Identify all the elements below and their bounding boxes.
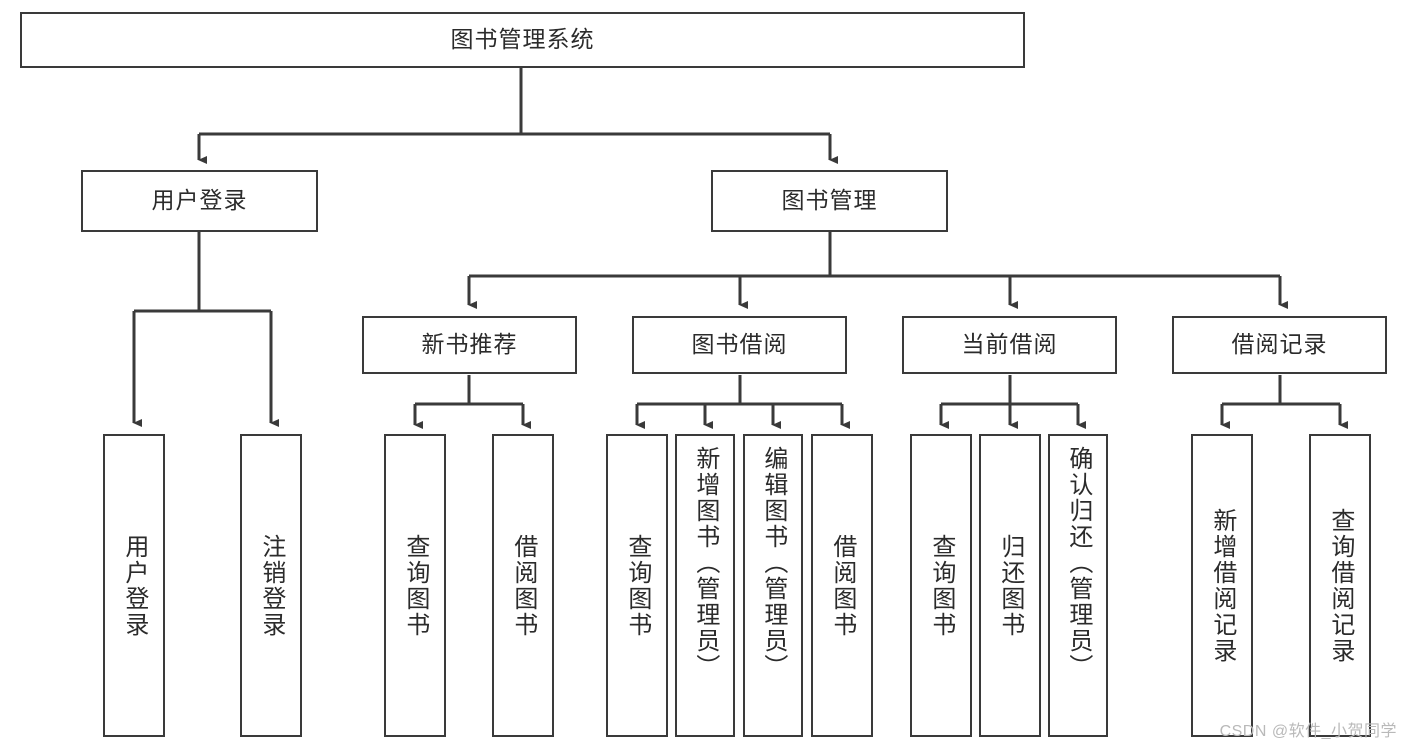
node-borrow-record[interactable]: 借阅记录 xyxy=(1172,316,1387,374)
leaf-user-login-signin[interactable]: 用户登录 xyxy=(103,434,165,737)
node-label: 借阅记录 xyxy=(1231,331,1328,358)
node-label: 新增借阅记录 xyxy=(1208,507,1236,664)
node-new-book-recommend[interactable]: 新书推荐 xyxy=(362,316,577,374)
leaf-borrow-edit-book-admin[interactable]: 编辑图书（管理员） xyxy=(743,434,803,737)
node-book-borrow[interactable]: 图书借阅 xyxy=(632,316,847,374)
node-current-borrow[interactable]: 当前借阅 xyxy=(902,316,1117,374)
leaf-current-confirm-return-admin[interactable]: 确认归还（管理员） xyxy=(1048,434,1108,737)
leaf-user-login-signout[interactable]: 注销登录 xyxy=(240,434,302,737)
node-label: 当前借阅 xyxy=(961,331,1058,358)
node-label: 查询图书 xyxy=(927,533,955,638)
node-label: 新书推荐 xyxy=(421,331,518,358)
node-label: 图书借阅 xyxy=(691,331,788,358)
node-label: 确认归还（管理员） xyxy=(1064,446,1092,680)
node-label: 编辑图书（管理员） xyxy=(759,446,787,680)
node-label: 用户登录 xyxy=(120,533,148,638)
leaf-borrow-add-book-admin[interactable]: 新增图书（管理员） xyxy=(675,434,735,737)
node-label: 图书管理系统 xyxy=(450,26,595,53)
node-label: 查询借阅记录 xyxy=(1326,507,1354,664)
leaf-newbook-query-book[interactable]: 查询图书 xyxy=(384,434,446,737)
node-user-login[interactable]: 用户登录 xyxy=(81,170,318,232)
node-book-management[interactable]: 图书管理 xyxy=(711,170,948,232)
node-label: 新增图书（管理员） xyxy=(691,446,719,680)
node-label: 图书管理 xyxy=(781,187,878,214)
node-label: 借阅图书 xyxy=(828,533,856,638)
node-root-library-system[interactable]: 图书管理系统 xyxy=(20,12,1025,68)
node-label: 借阅图书 xyxy=(509,533,537,638)
leaf-borrow-borrow-book[interactable]: 借阅图书 xyxy=(811,434,873,737)
node-label: 查询图书 xyxy=(623,533,651,638)
leaf-borrow-query-book[interactable]: 查询图书 xyxy=(606,434,668,737)
leaf-current-return-book[interactable]: 归还图书 xyxy=(979,434,1041,737)
node-label: 归还图书 xyxy=(996,533,1024,638)
leaf-record-query-record[interactable]: 查询借阅记录 xyxy=(1309,434,1371,737)
node-label: 查询图书 xyxy=(401,533,429,638)
leaf-current-query-book[interactable]: 查询图书 xyxy=(910,434,972,737)
node-label: 注销登录 xyxy=(257,533,285,638)
node-label: 用户登录 xyxy=(151,187,248,214)
leaf-newbook-borrow-book[interactable]: 借阅图书 xyxy=(492,434,554,737)
leaf-record-add-record[interactable]: 新增借阅记录 xyxy=(1191,434,1253,737)
